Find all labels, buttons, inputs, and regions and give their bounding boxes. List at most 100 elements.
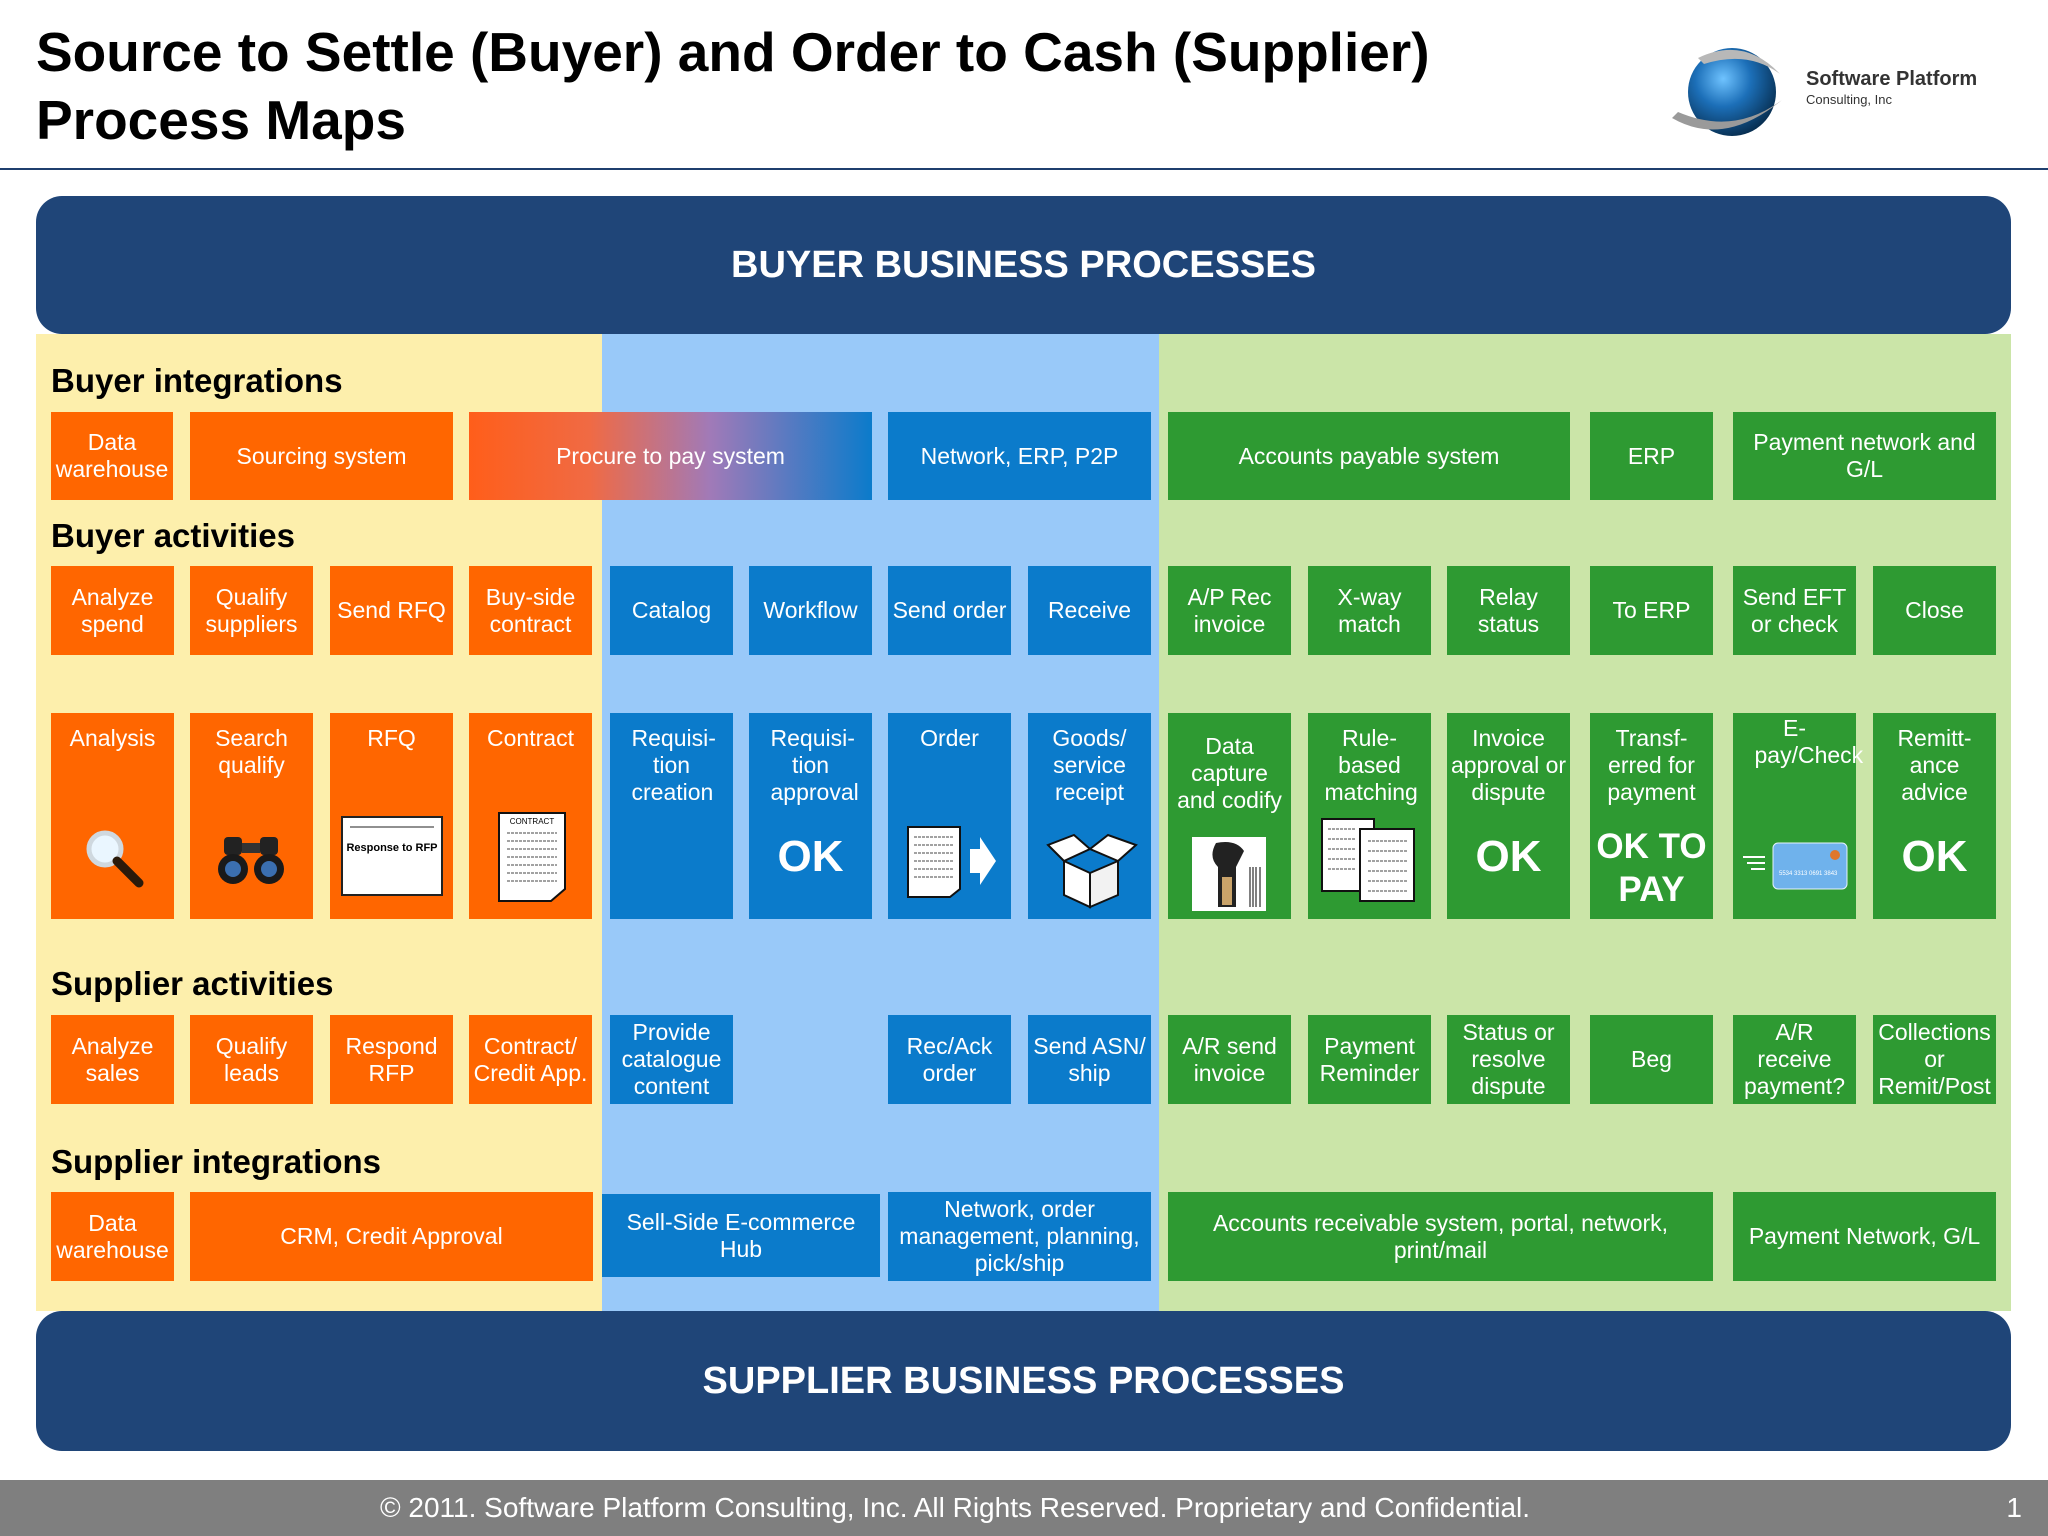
buyer-int-sourcing-system: Sourcing system (190, 412, 453, 500)
buyer-activity-relay-status: Relay status (1447, 566, 1570, 655)
buyer-int-procure-to-pay: Procure to pay system (469, 412, 872, 500)
order-document-arrow-icon (907, 826, 996, 898)
step-label: Analysis (69, 725, 156, 751)
supplier-activity-ar-send-invoice: A/R send invoice (1168, 1015, 1291, 1104)
step-requisition-creation: Requisi-tion creation (610, 713, 733, 919)
ok-to-pay-mark: OK TO PAY (1590, 825, 1713, 911)
supplier-activity-ar-receive-payment: A/R receive payment? (1733, 1015, 1856, 1104)
step-label: Contract (487, 725, 574, 751)
contract-document-icon: CONTRACT (498, 812, 566, 902)
page-number: 1 (2006, 1492, 2022, 1523)
barcode-scanner-icon (1192, 837, 1266, 911)
step-label: Goods/ service receipt (1052, 725, 1127, 805)
ok-to-pay-line-1: OK TO (1596, 827, 1707, 866)
step-label: Remitt-ance advice (1897, 725, 1972, 805)
section-buyer-integrations: Buyer integrations (51, 362, 343, 399)
step-label: Search qualify (215, 725, 288, 778)
buyer-processes-banner: BUYER BUSINESS PROCESSES (36, 196, 2011, 334)
step-remittance-advice: Remitt-ance advice OK (1873, 713, 1996, 919)
buyer-activity-analyze-spend: Analyze spend (51, 566, 174, 655)
globe-logo-icon (1672, 48, 1782, 136)
supplier-int-crm: CRM, Credit Approval (190, 1192, 593, 1281)
supplier-activity-respond-rfp: Respond RFP (330, 1015, 453, 1104)
supplier-int-payment-network: Payment Network, G/L (1733, 1192, 1996, 1281)
logo-subtitle: Consulting, Inc (1806, 92, 1892, 107)
section-supplier-activities: Supplier activities (51, 965, 334, 1002)
buyer-int-erp: ERP (1590, 412, 1713, 500)
step-label: E-pay/Check (1754, 715, 1864, 768)
step-goods-service-receipt: Goods/ service receipt (1028, 713, 1151, 919)
supplier-activity-status-dispute: Status or resolve dispute (1447, 1015, 1570, 1104)
title-line-1: Source to Settle (Buyer) and Order to Ca… (36, 21, 1430, 83)
supplier-activity-payment-reminder: Payment Reminder (1308, 1015, 1431, 1104)
step-label: Transf-erred for payment (1607, 725, 1696, 805)
step-label: Data capture and codify (1177, 733, 1282, 813)
step-label: Order (920, 725, 979, 751)
buyer-activity-to-erp: To ERP (1590, 566, 1713, 655)
open-box-icon (1046, 833, 1138, 909)
buyer-int-network-erp-p2p: Network, ERP, P2P (888, 412, 1151, 500)
buyer-activity-receive: Receive (1028, 566, 1151, 655)
buyer-activity-close: Close (1873, 566, 1996, 655)
step-label: Invoice approval or dispute (1450, 725, 1567, 805)
card-number-text: 5534 3313 0691 3843 (1779, 871, 1838, 877)
supplier-activity-analyze-sales: Analyze sales (51, 1015, 174, 1104)
step-search-qualify: Search qualify (190, 713, 313, 919)
supplier-int-data-warehouse: Data warehouse (51, 1192, 174, 1281)
ok-mark: OK (1901, 832, 1968, 881)
buyer-activity-x-way-match: X-way match (1308, 566, 1431, 655)
page-title: Source to Settle (Buyer) and Order to Ca… (36, 18, 1430, 154)
step-invoice-approval: Invoice approval or dispute OK (1447, 713, 1570, 919)
step-order: Order (888, 713, 1011, 919)
step-e-pay-check: E-pay/Check 5534 3313 0691 3843 (1733, 713, 1864, 919)
magnifier-icon (86, 830, 144, 888)
buyer-activity-workflow: Workflow (749, 566, 872, 655)
rfp-document-text: Response to RFP (346, 842, 437, 854)
supplier-processes-banner: SUPPLIER BUSINESS PROCESSES (36, 1311, 2011, 1451)
rfp-document-icon: Response to RFP (341, 816, 443, 896)
logo-name: Software Platform (1806, 68, 1978, 90)
step-transferred-for-payment: Transf-erred for payment OK TO PAY (1590, 713, 1713, 919)
buyer-activity-send-eft: Send EFT or check (1733, 566, 1856, 655)
step-rule-based-matching: Rule-based matching (1308, 713, 1431, 919)
supplier-activity-provide-catalogue: Provide catalogue content (610, 1015, 733, 1104)
buyer-int-payment-network: Payment network and G/L (1733, 412, 1996, 500)
step-analysis: Analysis (51, 713, 174, 919)
supplier-activity-beg: Beg (1590, 1015, 1713, 1104)
supplier-activity-send-asn: Send ASN/ ship (1028, 1015, 1151, 1104)
contract-document-text: CONTRACT (510, 817, 555, 826)
buyer-activity-send-order: Send order (888, 566, 1011, 655)
buyer-activity-ap-rec-invoice: A/P Rec invoice (1168, 566, 1291, 655)
company-logo: Software Platform Consulting, Inc (1664, 40, 2024, 150)
buyer-activity-buy-side-contract: Buy-side contract (469, 566, 592, 655)
step-label: RFQ (367, 725, 416, 751)
section-supplier-integrations: Supplier integrations (51, 1143, 382, 1180)
step-requisition-approval: Requisi-tion approval OK (749, 713, 872, 919)
supplier-activity-rec-ack-order: Rec/Ack order (888, 1015, 1011, 1104)
buyer-activity-catalog: Catalog (610, 566, 733, 655)
supplier-int-accounts-receivable: Accounts receivable system, portal, netw… (1168, 1192, 1713, 1281)
footer: © 2011. Software Platform Consulting, In… (0, 1480, 2048, 1536)
header-divider (0, 168, 2048, 170)
supplier-int-network-order-mgmt: Network, order management, planning, pic… (888, 1192, 1151, 1281)
matching-documents-icon (1321, 818, 1415, 902)
title-line-2: Process Maps (36, 89, 406, 151)
binoculars-icon (218, 837, 284, 884)
section-buyer-activities: Buyer activities (51, 517, 295, 554)
credit-card-icon: 5534 3313 0691 3843 (1743, 842, 1848, 890)
step-data-capture: Data capture and codify (1168, 713, 1291, 919)
supplier-int-ecommerce-hub: Sell-Side E-commerce Hub (602, 1194, 880, 1277)
ok-to-pay-line-2: PAY (1618, 870, 1685, 909)
copyright-text: © 2011. Software Platform Consulting, In… (380, 1492, 1531, 1523)
supplier-activity-collections: Collections or Remit/Post (1873, 1015, 1996, 1104)
step-contract: Contract CONTRACT (469, 713, 592, 919)
buyer-int-data-warehouse: Data warehouse (51, 412, 173, 500)
supplier-activity-contract-credit: Contract/ Credit App. (469, 1015, 592, 1104)
step-label: Requisi-tion approval (770, 725, 859, 805)
buyer-activity-send-rfq: Send RFQ (330, 566, 453, 655)
buyer-activity-qualify-suppliers: Qualify suppliers (190, 566, 313, 655)
supplier-activity-qualify-leads: Qualify leads (190, 1015, 313, 1104)
step-rfq: RFQ Response to RFP (330, 713, 453, 919)
ok-mark: OK (777, 832, 844, 881)
step-label: Rule-based matching (1324, 725, 1418, 805)
